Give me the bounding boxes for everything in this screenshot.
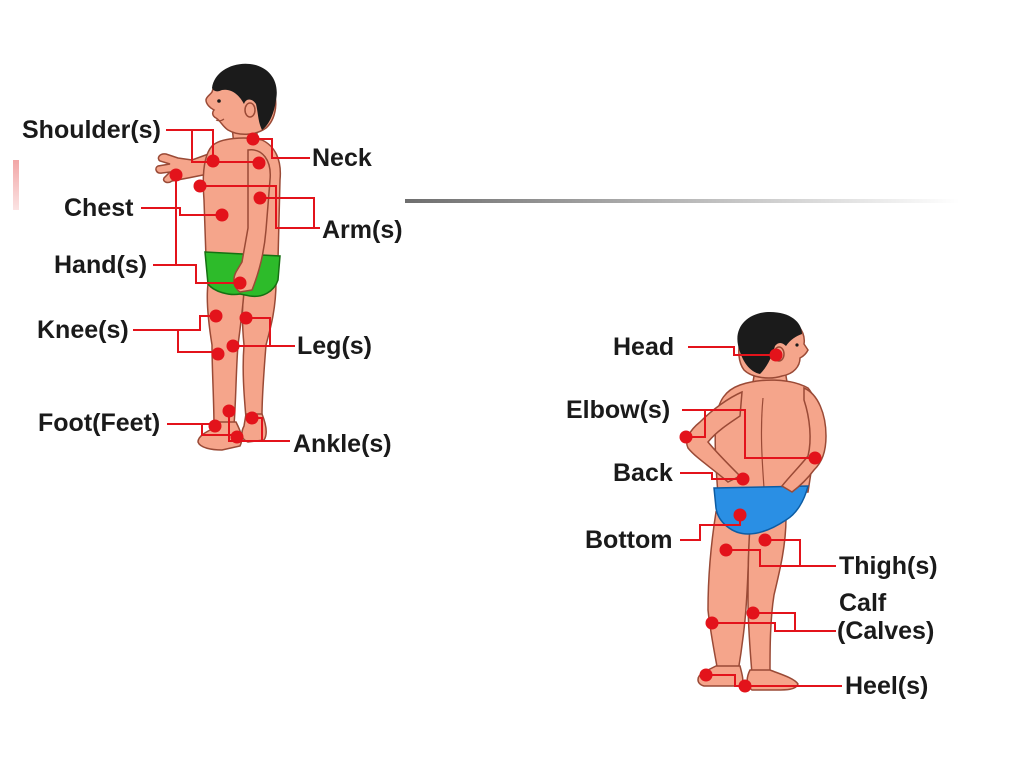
hand-marker bbox=[233, 276, 247, 290]
label-calves: (Calves) bbox=[837, 617, 934, 645]
leg-marker bbox=[239, 311, 253, 325]
right-arm bbox=[780, 386, 827, 493]
back-hair bbox=[737, 312, 802, 374]
arms-connector-front bbox=[200, 185, 314, 229]
knee-marker bbox=[209, 309, 223, 323]
hands-connector-back bbox=[176, 264, 240, 284]
left-leg bbox=[707, 510, 751, 673]
front-view-markers bbox=[169, 132, 267, 444]
hand-marker bbox=[169, 168, 183, 182]
calf-marker bbox=[746, 606, 760, 620]
elbow-marker bbox=[679, 430, 693, 444]
label-feet: Foot(Feet) bbox=[38, 409, 160, 437]
label-arms: Arm(s) bbox=[322, 216, 403, 244]
arm-marker bbox=[193, 179, 207, 193]
ear bbox=[244, 102, 256, 118]
heels-connector bbox=[706, 674, 842, 687]
slide-accent-bar bbox=[13, 160, 19, 210]
far-leg bbox=[241, 281, 277, 419]
calves-connector-left bbox=[712, 622, 795, 632]
front-view-connectors bbox=[133, 129, 320, 442]
label-ankles: Ankle(s) bbox=[293, 430, 392, 458]
label-shoulders: Shoulder(s) bbox=[22, 116, 161, 144]
shoulder-marker bbox=[206, 154, 220, 168]
ankle-marker bbox=[222, 404, 236, 418]
label-elbows: Elbow(s) bbox=[566, 396, 670, 424]
back-eye bbox=[795, 343, 799, 347]
label-head: Head bbox=[613, 333, 674, 361]
eye bbox=[217, 99, 221, 103]
chest-marker bbox=[215, 208, 229, 222]
thigh-marker bbox=[758, 533, 772, 547]
child-front-view bbox=[155, 63, 282, 451]
label-chest: Chest bbox=[64, 194, 134, 222]
label-knees: Knee(s) bbox=[37, 316, 129, 344]
label-thighs: Thigh(s) bbox=[839, 552, 938, 580]
knees-connector-upper bbox=[178, 315, 216, 331]
label-back: Back bbox=[613, 459, 673, 487]
label-bottom: Bottom bbox=[585, 526, 672, 554]
label-heels: Heel(s) bbox=[845, 672, 928, 700]
elbows-connector-right bbox=[682, 409, 815, 459]
calves-connector-right bbox=[753, 612, 836, 632]
mouth bbox=[215, 118, 225, 122]
shoulder-marker bbox=[252, 156, 266, 170]
foot-marker bbox=[230, 430, 244, 444]
arm-marker bbox=[253, 191, 267, 205]
label-hands: Hand(s) bbox=[54, 251, 147, 279]
thighs-connector-right bbox=[765, 539, 836, 567]
heel-marker bbox=[738, 679, 752, 693]
legs-connector-upper bbox=[246, 317, 295, 347]
back-view-markers bbox=[679, 348, 822, 693]
head-marker bbox=[769, 348, 783, 362]
back-view-connectors bbox=[680, 346, 842, 687]
label-calf: Calf bbox=[839, 589, 887, 617]
ankle-marker bbox=[245, 411, 259, 425]
slide-divider-rule bbox=[405, 199, 960, 203]
blue-briefs bbox=[713, 485, 809, 535]
child-back-view bbox=[686, 312, 827, 691]
arms-connector-back bbox=[260, 197, 320, 229]
heel-marker bbox=[699, 668, 713, 682]
spine-shading bbox=[760, 397, 765, 489]
elbow-marker bbox=[808, 451, 822, 465]
chest-connector bbox=[141, 207, 222, 216]
knees-connector-lower bbox=[133, 329, 218, 353]
leg-marker bbox=[226, 339, 240, 353]
calf-marker bbox=[705, 616, 719, 630]
head-connector bbox=[688, 346, 776, 356]
label-legs: Leg(s) bbox=[297, 332, 372, 360]
hair bbox=[212, 63, 277, 130]
front-view-labels: Shoulder(s) Neck Chest Arm(s) Hand(s) Kn… bbox=[22, 116, 403, 458]
shoulders-connector-back bbox=[191, 130, 259, 163]
back-marker bbox=[736, 472, 750, 486]
thigh-marker bbox=[719, 543, 733, 557]
hands-connector-front bbox=[153, 175, 177, 266]
ankles-connector-front bbox=[228, 411, 262, 442]
neck-marker bbox=[246, 132, 260, 146]
thighs-connector-left bbox=[726, 549, 800, 567]
label-neck: Neck bbox=[312, 144, 372, 172]
foot-marker bbox=[208, 419, 222, 433]
bottom-marker bbox=[733, 508, 747, 522]
neck-connector bbox=[253, 138, 310, 159]
left-arm bbox=[686, 390, 743, 483]
bottom-connector bbox=[680, 515, 741, 541]
back-view-labels: Head Elbow(s) Back Bottom Thigh(s) Calf … bbox=[566, 333, 938, 700]
shoulders-connector-front bbox=[166, 129, 214, 161]
feet-connector-back bbox=[201, 424, 237, 436]
back-connector bbox=[680, 472, 743, 480]
knee-marker bbox=[211, 347, 225, 361]
